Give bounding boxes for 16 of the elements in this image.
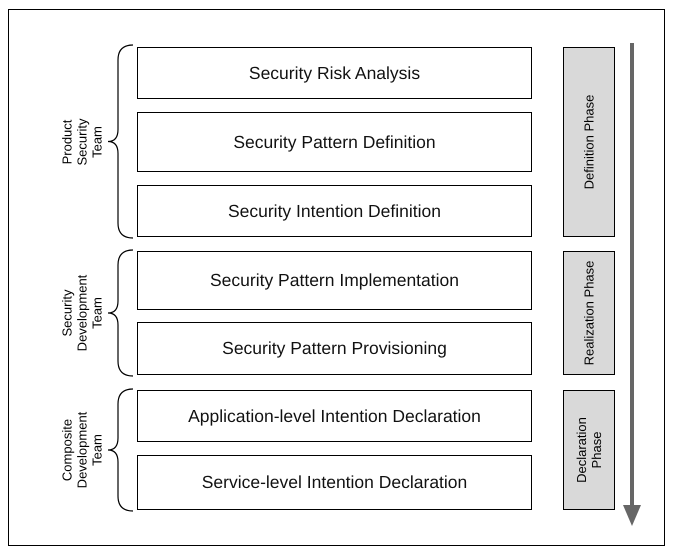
process-box: Security Pattern Definition: [137, 112, 532, 172]
team-label: Composite Development Team: [60, 410, 104, 490]
phase-box: [563, 47, 615, 237]
team-label: Product Security Team: [60, 117, 104, 167]
team-label: Security Development Team: [60, 274, 104, 354]
phase-box: [563, 251, 615, 375]
process-box: Security Intention Definition: [137, 185, 532, 237]
process-box: Application-level Intention Declaration: [137, 390, 532, 442]
phase-label: Realization Phase: [582, 260, 596, 367]
phase-label: Definition Phase: [582, 94, 596, 192]
phase-box: [563, 390, 615, 510]
phase-label: Declaration Phase: [574, 416, 604, 485]
process-box: Security Pattern Provisioning: [137, 322, 532, 375]
process-box: Security Risk Analysis: [137, 47, 532, 99]
process-box: Service-level Intention Declaration: [137, 455, 532, 510]
process-box: Security Pattern Implementation: [137, 251, 532, 310]
